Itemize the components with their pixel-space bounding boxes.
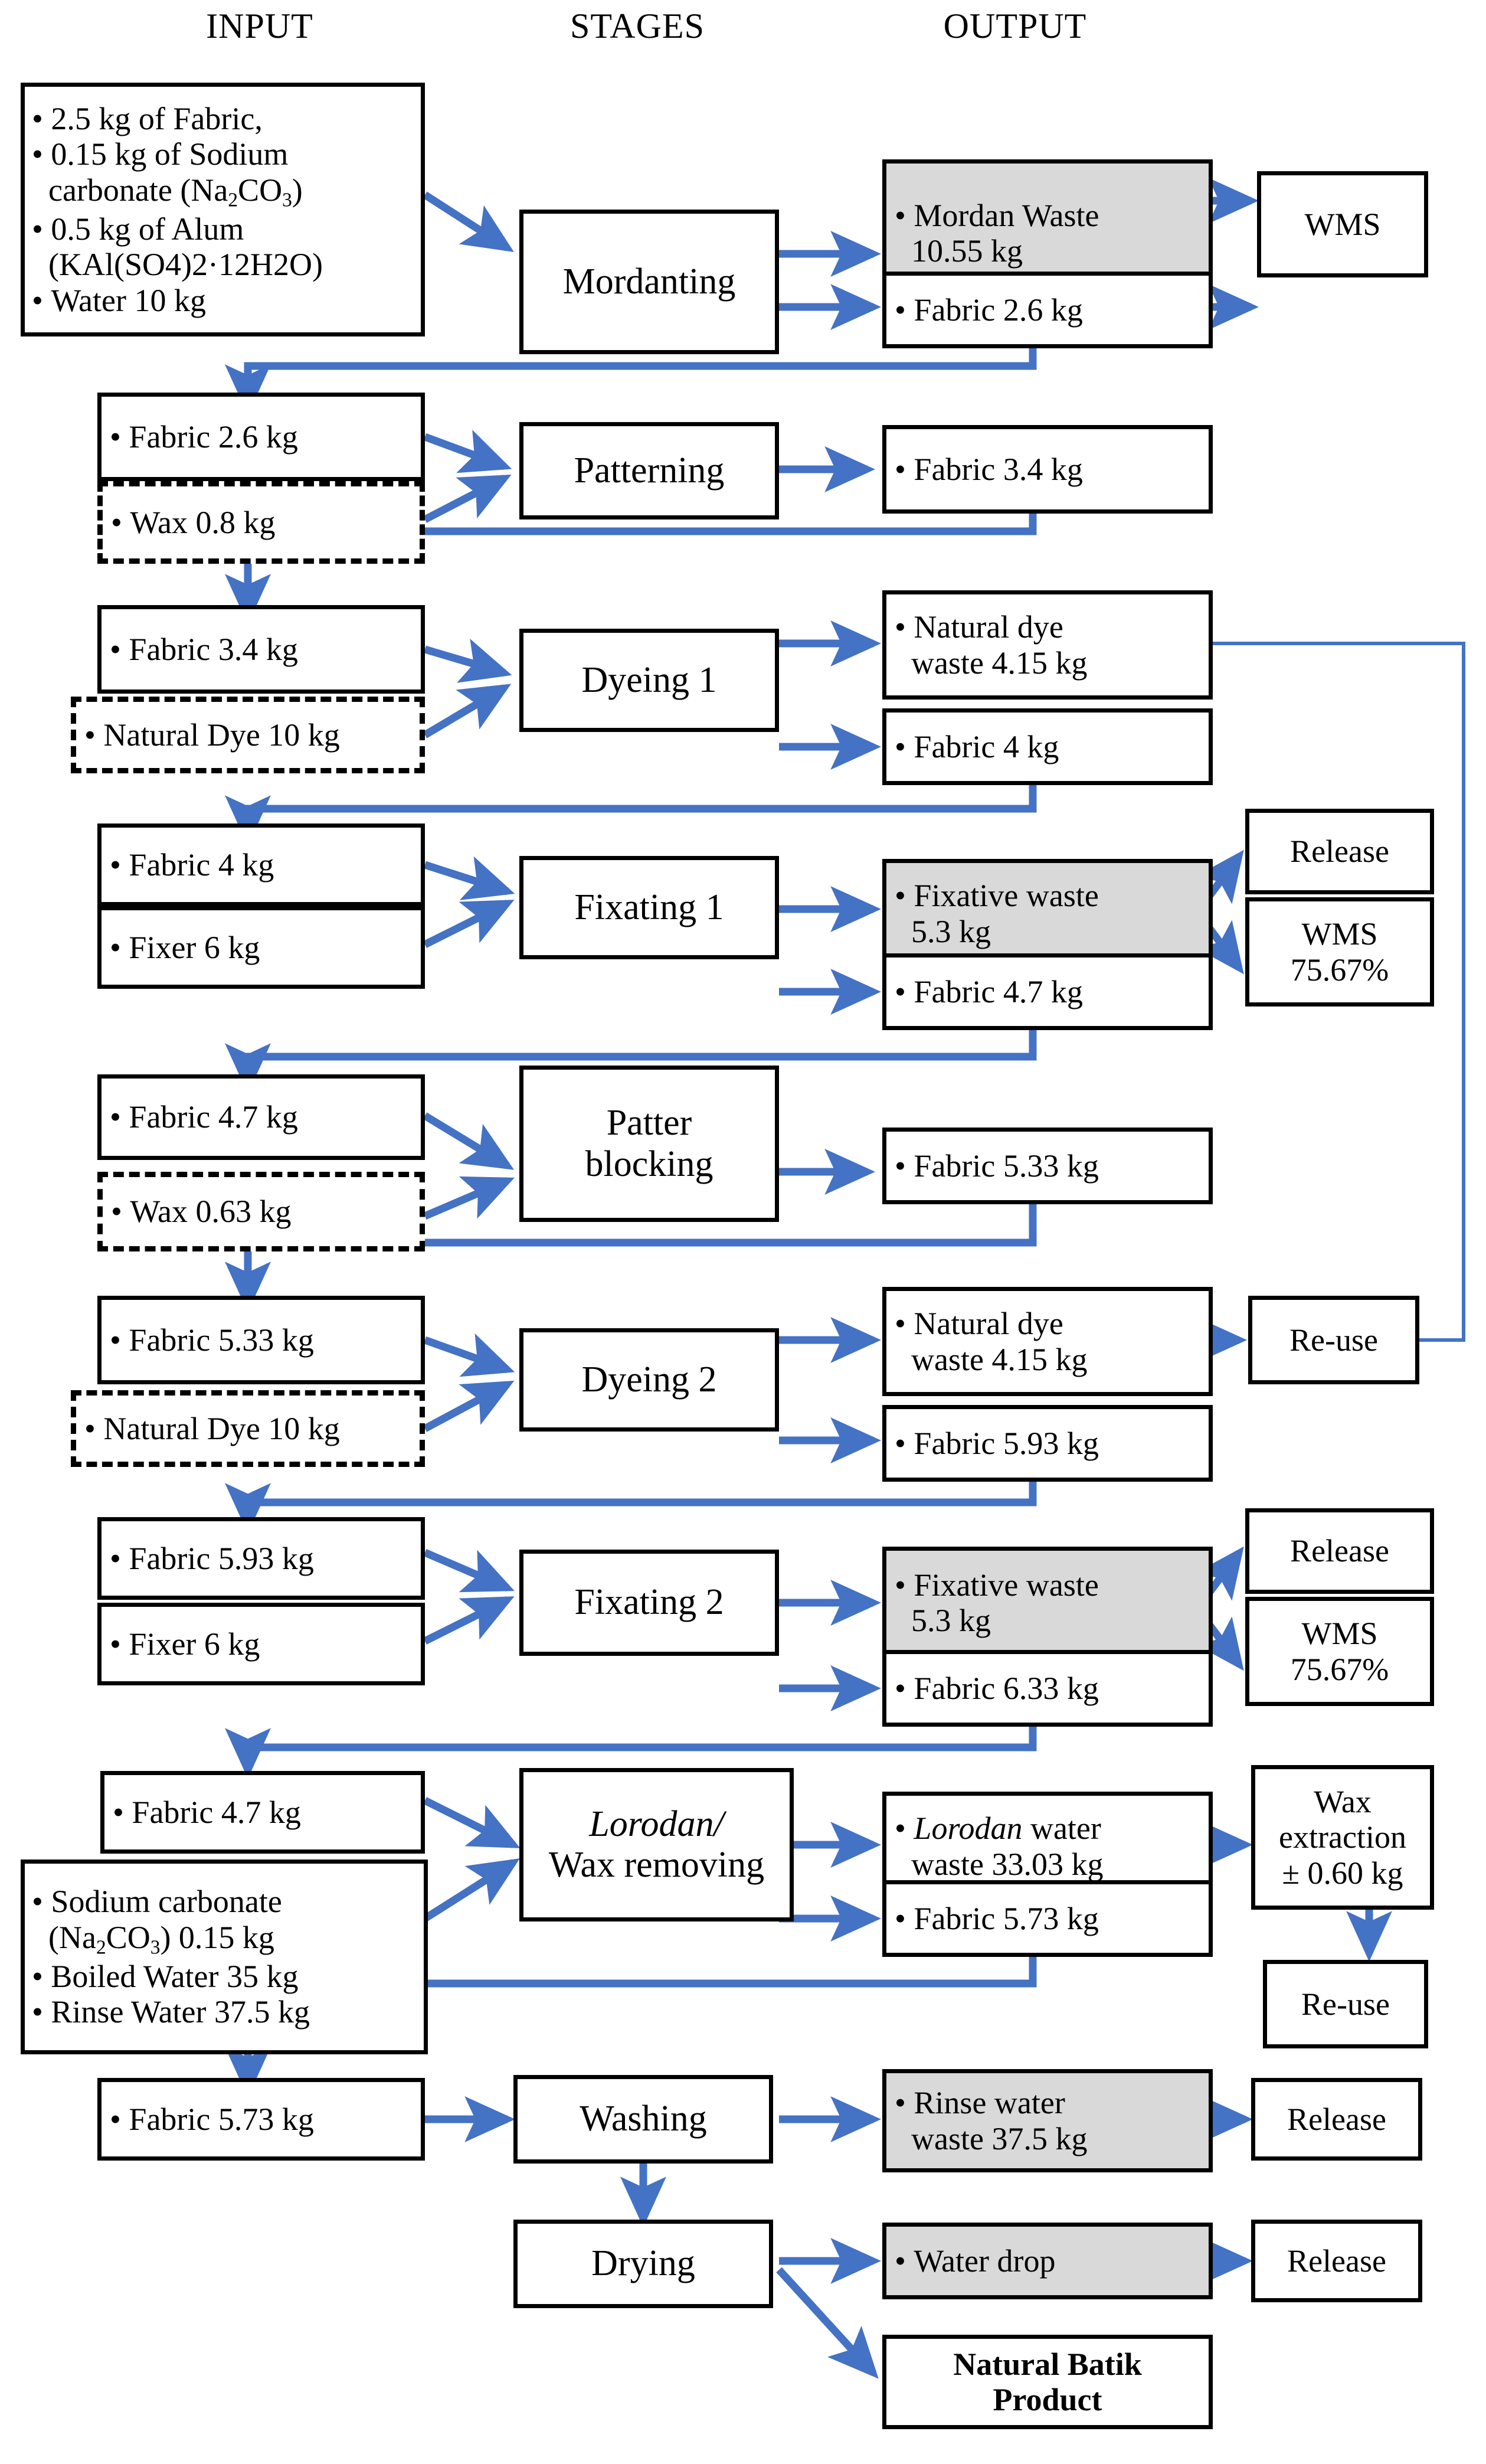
- stage-box-washing[interactable]: Washing: [513, 2075, 773, 2164]
- output-box-fabric-6-33[interactable]: Fabric 6.33 kg: [882, 1650, 1213, 1727]
- stage-box-patterning[interactable]: Patterning: [519, 422, 779, 519]
- input-box-mordanting[interactable]: • 2.5 kg of Fabric, • 0.15 kg of Sodium …: [21, 83, 425, 336]
- input-line-cont: (Na2CO3) 0.15 kg: [48, 1919, 274, 1959]
- output-box-fabric-3-4[interactable]: Fabric 3.4 kg: [882, 425, 1213, 514]
- stage-box-dyeing-2[interactable]: Dyeing 2: [519, 1328, 779, 1432]
- stage-box-drying[interactable]: Drying: [513, 2220, 773, 2308]
- input-line: • Sodium carbonate: [32, 1884, 282, 1920]
- output-box-fabric-5-33[interactable]: Fabric 5.33 kg: [882, 1128, 1213, 1204]
- output-box-fabric-5-93[interactable]: Fabric 5.93 kg: [882, 1405, 1213, 1482]
- stage-box-lorodan[interactable]: Lorodan/Wax removing: [519, 1768, 794, 1921]
- input-box-wax-0-63[interactable]: Wax 0.63 kg: [97, 1172, 425, 1251]
- endpoint-box-reuse-1[interactable]: Re-use: [1248, 1296, 1419, 1384]
- input-line: • 0.5 kg of Alum: [32, 211, 244, 247]
- stage-box-fixating-1[interactable]: Fixating 1: [519, 856, 779, 959]
- input-box-fabric-4-7-b[interactable]: Fabric 4.7 kg: [100, 1771, 425, 1854]
- input-line-cont: (KAl(SO4)2·12H2O): [48, 247, 323, 283]
- stage-box-mordanting[interactable]: Mordanting: [519, 210, 779, 354]
- endpoint-box-release-2[interactable]: Release: [1245, 1508, 1434, 1594]
- column-header-stages: STAGES: [570, 6, 705, 45]
- input-box-fabric-4-7-a[interactable]: Fabric 4.7 kg: [97, 1074, 425, 1160]
- input-box-natural-dye-2[interactable]: Natural Dye 10 kg: [71, 1390, 425, 1467]
- input-box-fabric-4[interactable]: Fabric 4 kg: [97, 823, 425, 906]
- input-line: • Boiled Water 35 kg: [32, 1958, 299, 1994]
- endpoint-box-release-3[interactable]: Release: [1251, 2078, 1422, 2161]
- input-box-fabric-5-73[interactable]: Fabric 5.73 kg: [97, 2078, 425, 2161]
- input-box-wax-0-8[interactable]: Wax 0.8 kg: [97, 481, 425, 564]
- column-header-output: OUTPUT: [943, 6, 1087, 45]
- input-box-fabric-2-6[interactable]: Fabric 2.6 kg: [97, 393, 425, 481]
- endpoint-box-release-1[interactable]: Release: [1245, 809, 1434, 894]
- output-box-fabric-4-7-a[interactable]: Fabric 4.7 kg: [882, 953, 1213, 1030]
- output-box-fabric-2-6[interactable]: Fabric 2.6 kg: [882, 272, 1213, 348]
- input-line: • 0.15 kg of Sodium: [32, 136, 289, 172]
- input-line: • Water 10 kg: [32, 282, 206, 318]
- input-line: • Rinse Water 37.5 kg: [32, 1994, 310, 2030]
- stage-box-dyeing-1[interactable]: Dyeing 1: [519, 629, 779, 732]
- endpoint-box-release-4[interactable]: Release: [1251, 2220, 1422, 2302]
- column-header-input: INPUT: [206, 6, 313, 45]
- input-box-lorodan-materials[interactable]: • Sodium carbonate (Na2CO3) 0.15 kg • Bo…: [21, 1860, 428, 2054]
- input-box-fixer-6-2[interactable]: Fixer 6 kg: [97, 1603, 425, 1685]
- input-box-fabric-3-4[interactable]: Fabric 3.4 kg: [97, 605, 425, 694]
- input-box-fabric-5-93[interactable]: Fabric 5.93 kg: [97, 1517, 425, 1600]
- input-box-fixer-6-1[interactable]: Fixer 6 kg: [97, 906, 425, 989]
- output-box-fabric-5-73-a[interactable]: Fabric 5.73 kg: [882, 1880, 1213, 1957]
- endpoint-box-wms-1[interactable]: WMS: [1257, 171, 1428, 277]
- endpoint-box-reuse-2[interactable]: Re-use: [1263, 1960, 1428, 2048]
- input-line: • 2.5 kg of Fabric,: [32, 100, 263, 136]
- input-line-cont: carbonate (Na2CO3): [48, 172, 303, 211]
- input-box-natural-dye-1[interactable]: Natural Dye 10 kg: [71, 697, 425, 773]
- stage-box-fixating-2[interactable]: Fixating 2: [519, 1550, 779, 1656]
- input-box-fabric-5-33[interactable]: Fabric 5.33 kg: [97, 1296, 425, 1384]
- output-box-water-drop[interactable]: Water drop: [882, 2223, 1213, 2299]
- output-box-fabric-4[interactable]: Fabric 4 kg: [882, 708, 1213, 785]
